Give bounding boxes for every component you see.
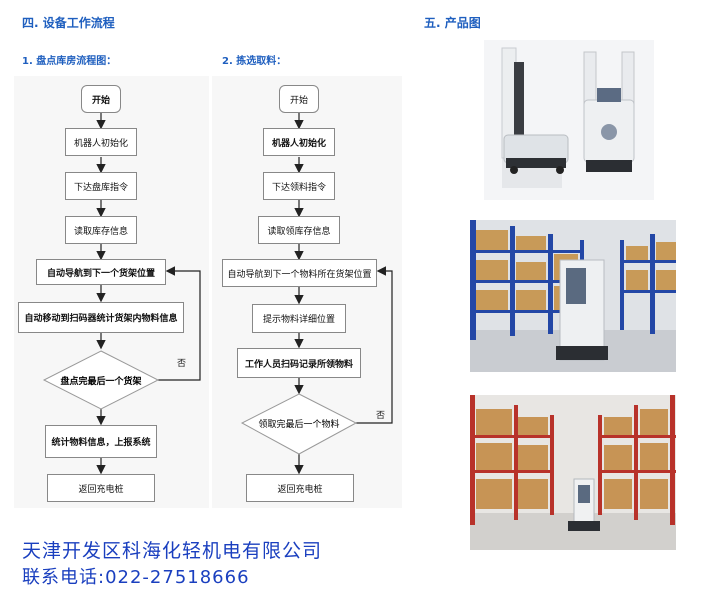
flow2-step2: 下达领料指令 (263, 172, 335, 200)
company-name: 天津开发区科海化轻机电有限公司 (22, 540, 323, 562)
section4-title: 四. 设备工作流程 (22, 16, 115, 30)
flow1-step1: 机器人初始化 (65, 128, 137, 156)
flow1-step2: 下达盘库指令 (65, 172, 137, 200)
flow2-no-label: 否 (376, 411, 386, 421)
robot-product-photo (484, 40, 654, 200)
warehouse-red-racks-photo (470, 395, 676, 550)
flow2-step5: 提示物料详细位置 (252, 304, 346, 333)
flow1-title: 1. 盘点库房流程图： (22, 56, 117, 67)
flow1-step4: 自动导航到下一个货架位置 (36, 259, 166, 285)
flow2-step3: 读取领库存信息 (258, 216, 340, 244)
warehouse-blue-racks-photo (470, 220, 676, 372)
flow2-title: 2. 拣选取料： (222, 56, 287, 67)
flow2-end: 返回充电桩 (246, 474, 354, 502)
flow2-decision-diamond (240, 393, 358, 455)
flow1-end: 返回充电桩 (47, 474, 155, 502)
section5-title: 五. 产品图 (424, 16, 481, 30)
flow1-decision-diamond (42, 350, 160, 410)
flow1-step6: 统计物料信息，上报系统 (45, 425, 157, 458)
flow2-decision-label: 领取完最后一个物料 (258, 420, 340, 430)
company-phone: 联系电话:022-27518666 (22, 567, 250, 588)
flow1-start: 开始 (81, 85, 121, 113)
flow2-start: 开始 (279, 85, 319, 113)
flow1-step5: 自动移动到扫码器统计货架内物料信息 (18, 302, 184, 333)
flow2-step6: 工作人员扫码记录所领物料 (237, 348, 361, 378)
flow2-step1: 机器人初始化 (263, 128, 335, 156)
flow1-decision-label: 盘点完最后一个货架 (60, 377, 142, 387)
flow2-step4: 自动导航到下一个物料所在货架位置 (222, 259, 377, 287)
flow1-no-label: 否 (177, 359, 187, 369)
flow1-step3: 读取库存信息 (65, 216, 137, 244)
